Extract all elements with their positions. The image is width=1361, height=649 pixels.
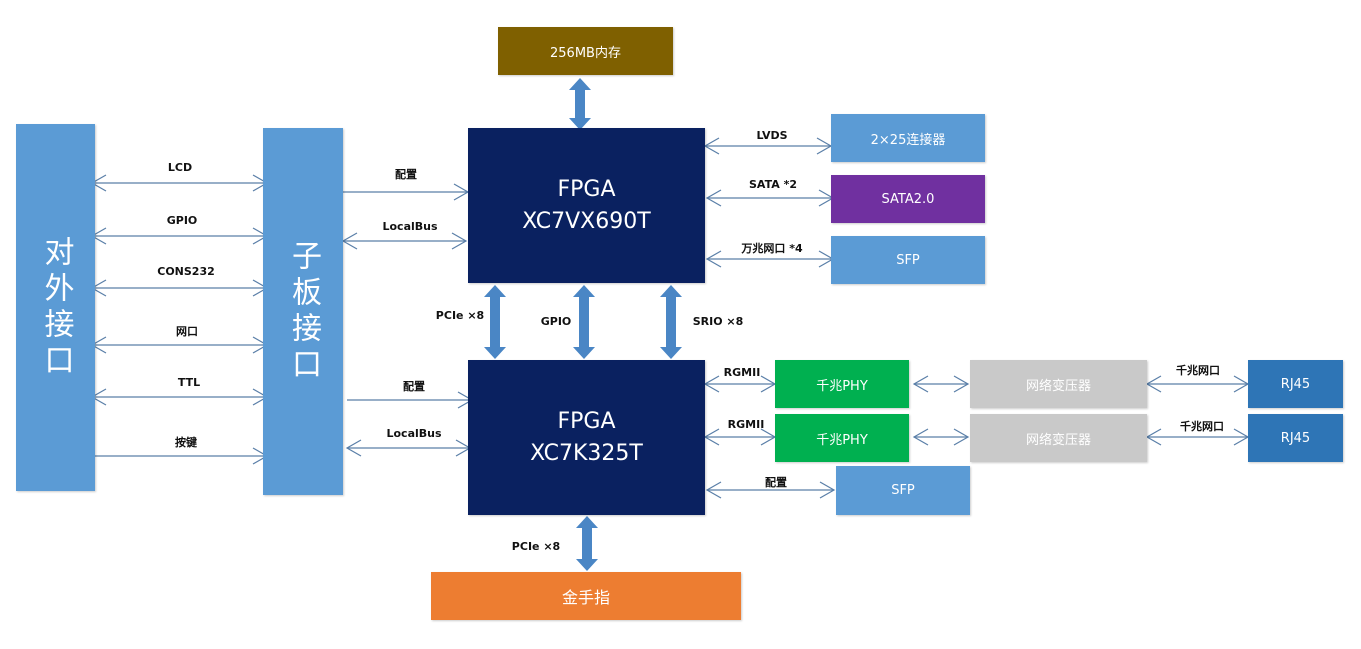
label-pcie-mid: PCIe ×8 (435, 309, 485, 322)
daughterboard-interface-block: 子板接口 (263, 128, 343, 495)
fpga2-title: FPGA (557, 408, 616, 434)
arrow-transformer-rj45-1-tail (1145, 375, 1162, 393)
arrow-config-3-tail (705, 481, 722, 499)
label-pcie-bottom: PCIe ×8 (511, 540, 561, 553)
label-rgmii-2: RGMII (727, 418, 765, 431)
arrow-gpio-mid (573, 285, 595, 359)
label-config-2: 配置 (403, 380, 425, 393)
arrow-localbus-2-tail (345, 439, 362, 457)
label-config-1: 配置 (395, 168, 417, 181)
label-sata-x2: SATA *2 (749, 178, 797, 191)
arrow-srio (660, 285, 682, 359)
phy-block-1: 千兆PHY (775, 360, 909, 408)
label-gpio: GPIO (166, 214, 198, 227)
transformer-block-2: 网络变压器 (970, 414, 1147, 462)
arrow-phy-transformer-2-head (953, 428, 970, 446)
arrow-phy-transformer-1-tail (912, 375, 929, 393)
label-localbus-1: LocalBus (382, 220, 438, 233)
label-ttl: TTL (177, 376, 201, 389)
label-gig-1: 千兆网口 (1176, 364, 1220, 377)
label-keys: 按键 (175, 436, 197, 449)
arrow-config-3-head (819, 481, 836, 499)
phy-block-2: 千兆PHY (775, 414, 909, 462)
fpga2-model: XC7K325T (530, 440, 643, 466)
rj45-block-1: RJ45 (1248, 360, 1343, 408)
arrow-rgmii-2-tail (703, 428, 720, 446)
arrow-localbus-1-head (451, 232, 468, 250)
label-net: 网口 (176, 325, 198, 338)
rj45-block-2: RJ45 (1248, 414, 1343, 462)
arrow-rgmii-1-tail (703, 375, 720, 393)
label-lcd: LCD (167, 161, 193, 174)
arrow-phy-transformer-2-tail (912, 428, 929, 446)
label-localbus-2: LocalBus (386, 427, 442, 440)
gold-finger-block: 金手指 (431, 572, 741, 620)
fpga1-model: XC7VX690T (522, 208, 651, 234)
external-interface-label: 对外接口 (38, 235, 74, 380)
arrow-pcie-bottom (576, 516, 598, 571)
sata-block: SATA2.0 (831, 175, 985, 223)
arrow-localbus-1-tail (341, 232, 358, 250)
connector-block: 2×25连接器 (831, 114, 985, 162)
daughterboard-interface-label: 子板接口 (286, 239, 321, 384)
fpga-xc7vx690t-block: FPGA XC7VX690T (468, 128, 705, 283)
arrow-sata-tail (705, 189, 722, 207)
memory-block: 256MB内存 (498, 27, 673, 75)
sfp-block-2: SFP (836, 466, 970, 515)
arrow-lvds-tail (703, 137, 720, 155)
arrow-memory (569, 78, 591, 130)
label-srio: SRIO ×8 (692, 315, 744, 328)
external-interface-block: 对外接口 (16, 124, 95, 491)
label-gig-2: 千兆网口 (1180, 420, 1224, 433)
label-config-3: 配置 (765, 476, 787, 489)
label-cons232: CONS232 (157, 265, 215, 278)
arrow-phy-transformer-1-head (953, 375, 970, 393)
fpga1-title: FPGA (557, 176, 616, 202)
sfp-block-1: SFP (831, 236, 985, 284)
label-tengig: 万兆网口 *4 (741, 242, 803, 255)
arrow-tengig-tail (705, 250, 722, 268)
arrow-pcie-mid (484, 285, 506, 359)
arrow-transformer-rj45-2-tail (1145, 428, 1162, 446)
label-gpio-mid: GPIO (540, 315, 572, 328)
fpga-xc7k325t-block: FPGA XC7K325T (468, 360, 705, 515)
label-rgmii-1: RGMII (723, 366, 761, 379)
transformer-block-1: 网络变压器 (970, 360, 1147, 408)
label-lvds: LVDS (756, 129, 788, 142)
